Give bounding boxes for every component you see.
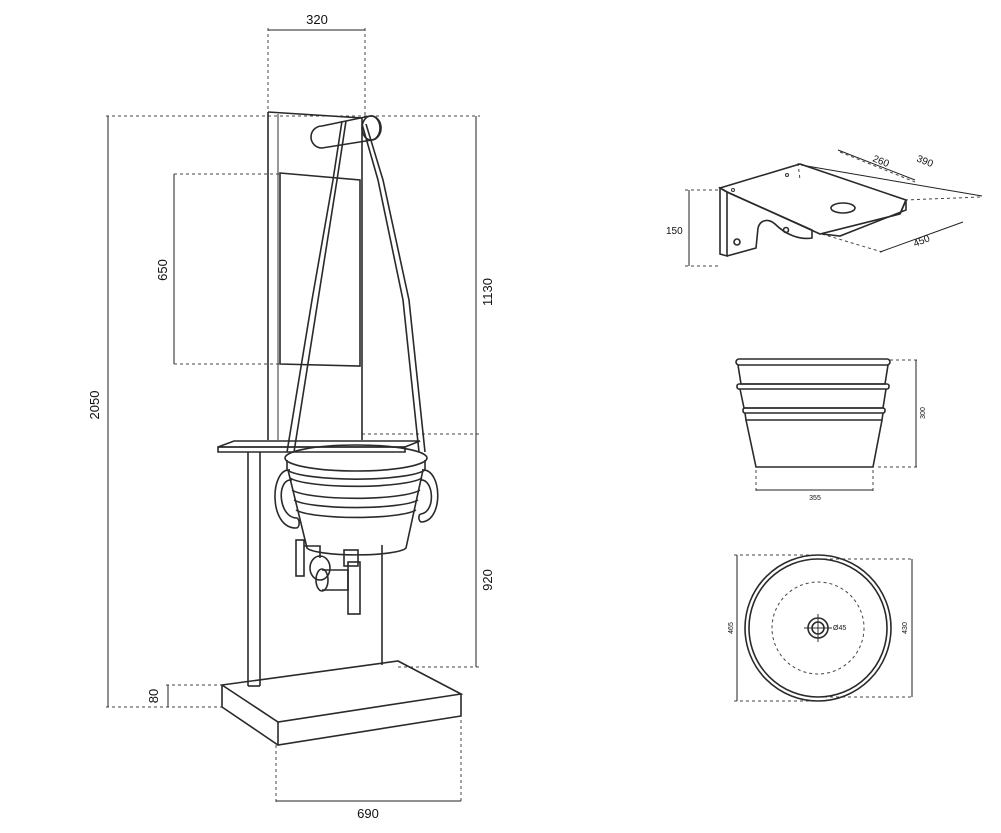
lower-column [247,452,383,687]
dim-inner-diameter: 430 [902,622,909,634]
mirror [279,172,361,367]
front-view: 320 650 2050 1130 920 80 690 [87,12,495,821]
dim-bracket-depth-inner: 260 [871,154,891,171]
dim-bracket-height: 150 [666,226,683,237]
basin-side-view: 300 355 [735,358,927,502]
dim-basin-height: 300 [920,407,927,419]
dim-outer-diameter: 465 [728,622,735,634]
bucket-basin [274,444,439,556]
drain-trap [295,539,361,615]
back-panel [267,111,363,440]
dim-width-top: 320 [306,12,328,27]
hanging-ropes [286,120,426,453]
shelf [217,440,421,453]
dim-bracket-length: 450 [912,233,932,250]
dim-total-height: 2050 [87,391,102,420]
dim-bracket-depth-outer: 390 [915,154,935,171]
towel-rail [310,115,382,149]
basin-top-view: 465 430 Ø45 [728,554,914,702]
base-plinth [219,660,464,746]
bracket-view: 150 390 260 450 [666,149,983,267]
dim-base-height: 80 [146,689,161,703]
dim-upper-height: 1130 [480,278,495,306]
dim-base-width: 690 [357,806,379,821]
dim-lower-height: 920 [480,569,495,591]
dim-basin-width: 355 [809,495,821,502]
dim-mirror-height: 650 [155,259,170,281]
dim-drain-diameter: Ø45 [833,625,846,632]
